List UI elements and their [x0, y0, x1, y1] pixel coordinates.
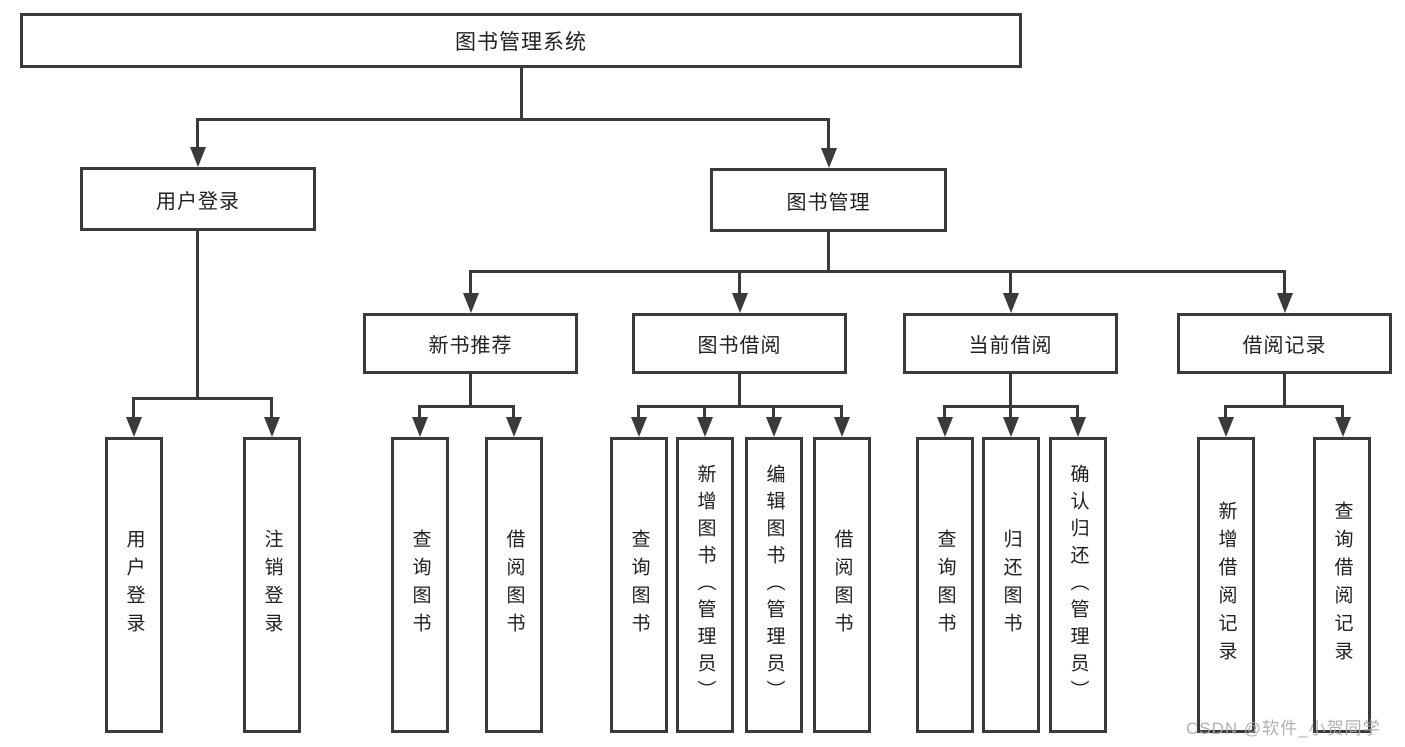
leaf-records-add-record-label: 新增借阅记录: [1215, 501, 1237, 669]
arrow-down-icon: [1335, 417, 1351, 437]
leaf-newrec-query-books-label: 查询图书: [409, 529, 431, 641]
leaf-borrow-borrow-books-label: 借阅图书: [831, 529, 853, 641]
leaf-newrec-borrow-books-label: 借阅图书: [503, 529, 525, 641]
leaf-current-return-books: 归还图书: [982, 437, 1040, 733]
node-root: 图书管理系统: [20, 13, 1022, 68]
connector-line: [827, 232, 830, 272]
leaf-borrow-edit-books-admin-label: 编辑图书（管理员）: [763, 463, 785, 707]
connector-line: [738, 270, 741, 295]
connector-line: [703, 405, 706, 419]
connector-line: [1009, 270, 1012, 295]
leaf-current-return-books-label: 归还图书: [1000, 529, 1022, 641]
node-borrow-records-label: 借阅记录: [1242, 335, 1327, 357]
connector-line: [1224, 405, 1343, 408]
node-root-label: 图书管理系统: [455, 30, 587, 54]
leaf-borrow-query-books-label: 查询图书: [628, 529, 650, 641]
connector-line: [469, 374, 472, 407]
connector-line: [196, 231, 199, 399]
arrow-down-icon: [631, 417, 647, 437]
arrow-down-icon: [1218, 417, 1234, 437]
leaf-user-login: 用户登录: [105, 437, 163, 733]
connector-line: [469, 270, 472, 295]
connector-line: [1009, 374, 1012, 407]
connector-line: [1076, 405, 1079, 419]
leaf-current-query-books: 查询图书: [916, 437, 974, 733]
connector-line: [1341, 405, 1344, 419]
connector-line: [132, 397, 135, 419]
connector-line: [197, 118, 830, 121]
connector-line: [469, 270, 1286, 273]
arrow-down-icon: [834, 417, 850, 437]
leaf-current-confirm-return-admin-label: 确认归还（管理员）: [1067, 463, 1089, 707]
connector-line: [520, 68, 523, 120]
leaf-borrow-query-books: 查询图书: [610, 437, 668, 733]
connector-line: [943, 405, 946, 419]
node-user-login-label: 用户登录: [156, 190, 240, 213]
arrow-down-icon: [412, 417, 428, 437]
connector-line: [1224, 405, 1227, 419]
node-book-borrow-label: 图书借阅: [697, 335, 782, 357]
arrow-down-icon: [732, 293, 748, 313]
arrow-down-icon: [697, 417, 713, 437]
leaf-logout-label: 注销登录: [261, 529, 283, 641]
node-user-login: 用户登录: [80, 167, 316, 231]
arrow-down-icon: [1003, 293, 1019, 313]
arrow-down-icon: [264, 417, 280, 437]
node-current-borrow: 当前借阅: [903, 313, 1118, 374]
arrow-down-icon: [1003, 417, 1019, 437]
node-book-mgmt: 图书管理: [710, 168, 947, 232]
arrow-down-icon: [463, 293, 479, 313]
leaf-newrec-borrow-books: 借阅图书: [485, 437, 543, 733]
leaf-borrow-add-books-admin: 新增图书（管理员）: [676, 437, 734, 733]
node-new-book-rec: 新书推荐: [363, 313, 578, 374]
connector-line: [637, 405, 640, 419]
connector-line: [418, 405, 515, 408]
arrow-down-icon: [1070, 417, 1086, 437]
leaf-borrow-edit-books-admin: 编辑图书（管理员）: [745, 437, 803, 733]
connector-line: [738, 374, 741, 407]
node-new-book-rec-label: 新书推荐: [428, 335, 513, 357]
node-book-mgmt-label: 图书管理: [786, 191, 871, 214]
arrow-down-icon: [937, 417, 953, 437]
leaf-records-add-record: 新增借阅记录: [1197, 437, 1255, 733]
leaf-current-query-books-label: 查询图书: [934, 529, 956, 641]
leaf-current-confirm-return-admin: 确认归还（管理员）: [1049, 437, 1107, 733]
connector-line: [418, 405, 421, 419]
arrow-down-icon: [1277, 293, 1293, 313]
connector-line: [1283, 270, 1286, 295]
connector-line: [1009, 405, 1012, 419]
connector-line: [270, 397, 273, 419]
arrow-down-icon: [821, 148, 837, 168]
node-book-borrow: 图书借阅: [632, 313, 847, 374]
connector-line: [132, 397, 273, 400]
leaf-borrow-borrow-books: 借阅图书: [813, 437, 871, 733]
arrow-down-icon: [190, 147, 206, 167]
connector-line: [840, 405, 843, 419]
connector-line: [637, 405, 843, 408]
leaf-newrec-query-books: 查询图书: [391, 437, 449, 733]
leaf-logout: 注销登录: [243, 437, 301, 733]
node-current-borrow-label: 当前借阅: [968, 335, 1053, 357]
connector-line: [1283, 374, 1286, 407]
leaf-borrow-add-books-admin-label: 新增图书（管理员）: [694, 463, 716, 707]
arrow-down-icon: [506, 417, 522, 437]
arrow-down-icon: [766, 417, 782, 437]
connector-line: [512, 405, 515, 419]
connector-line: [196, 118, 199, 150]
leaf-records-query-record: 查询借阅记录: [1313, 437, 1371, 733]
arrow-down-icon: [126, 417, 142, 437]
csdn-watermark: CSDN @软件_小贺同学: [1186, 719, 1381, 738]
node-borrow-records: 借阅记录: [1177, 313, 1392, 374]
leaf-user-login-label: 用户登录: [123, 529, 145, 641]
leaf-records-query-record-label: 查询借阅记录: [1331, 501, 1353, 669]
connector-line: [772, 405, 775, 419]
connector-line: [827, 118, 830, 150]
